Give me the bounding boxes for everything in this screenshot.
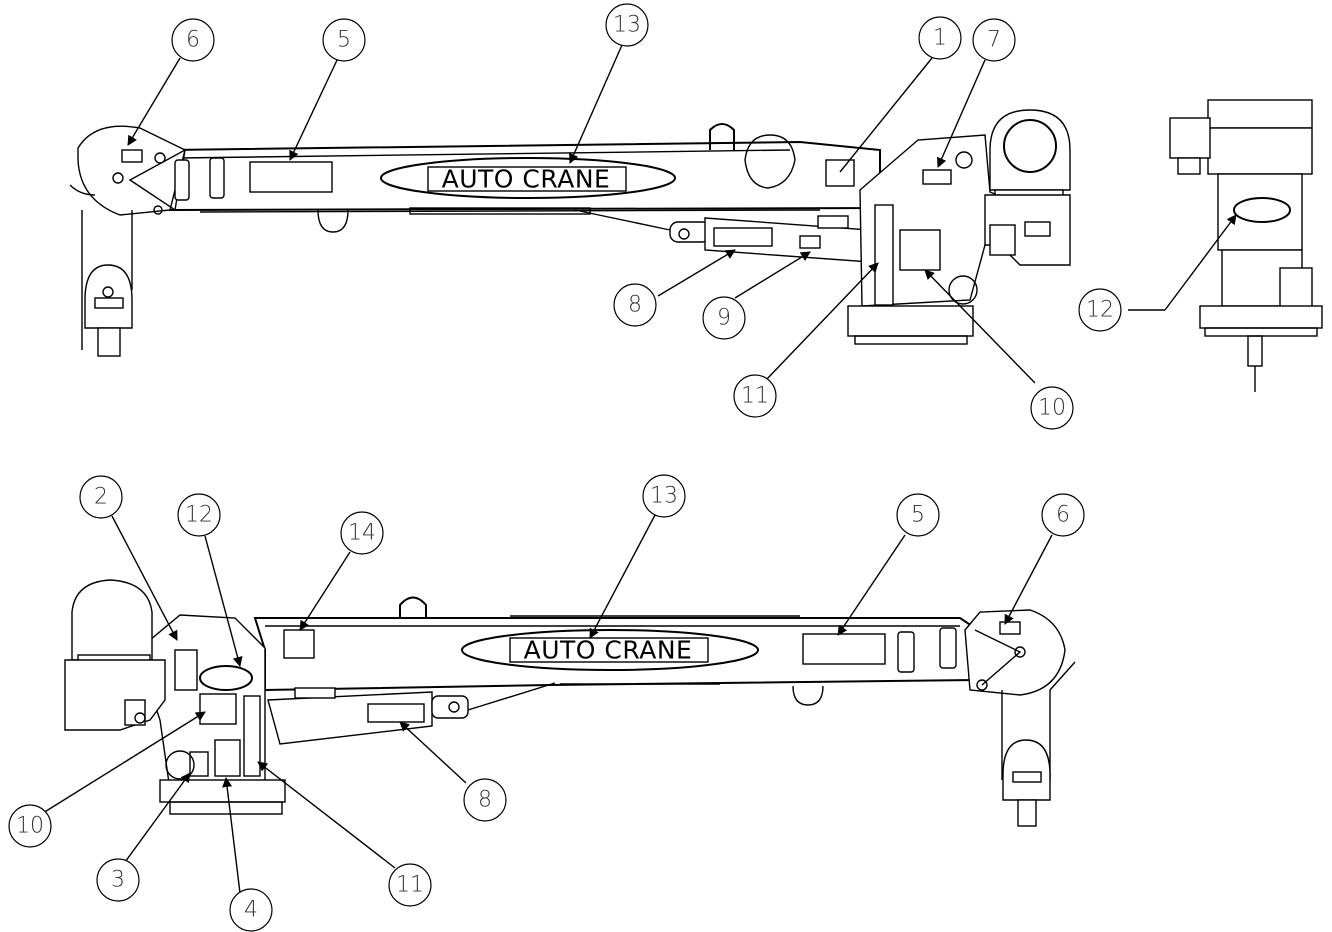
callout-10-bottom: 10 (8, 804, 52, 848)
callout-10-top: 10 (1030, 386, 1074, 430)
callout-13-bottom: 13 (642, 474, 686, 518)
bottom-decal-10-plate (199, 693, 237, 725)
top-winch-drum (989, 109, 1071, 191)
callout-9: 9 (702, 296, 746, 340)
end-view (1169, 99, 1323, 392)
svg-text:12: 12 (1086, 298, 1114, 323)
svg-text:11: 11 (741, 384, 769, 409)
callout-6-bottom: 6 (1041, 493, 1085, 537)
bottom-valve-body (64, 659, 166, 731)
bottom-decal-14-plate (283, 629, 315, 659)
bottom-mast-plate (243, 695, 261, 777)
svg-text:14: 14 (348, 521, 376, 546)
svg-text:6: 6 (186, 28, 200, 53)
svg-text:6: 6 (1056, 503, 1070, 528)
svg-text:7: 7 (987, 28, 1001, 53)
bottom-decal-4-plate (214, 739, 241, 777)
svg-text:10: 10 (16, 814, 44, 839)
bottom-winch-drum (71, 579, 153, 661)
top-decal-8-plate (713, 227, 773, 247)
callout-1: 1 (918, 16, 962, 60)
svg-text:13: 13 (650, 484, 678, 509)
top-mast-plate (874, 204, 894, 306)
callout-7: 7 (972, 18, 1016, 62)
bottom-base (159, 779, 286, 803)
callout-3: 3 (96, 858, 140, 902)
top-decal-5-plate (249, 161, 333, 193)
svg-text:8: 8 (628, 293, 642, 318)
bottom-decal-5-plate (802, 633, 886, 665)
bottom-logo-text: AUTO CRANE (524, 636, 693, 665)
svg-text:8: 8 (478, 788, 492, 813)
callout-14: 14 (340, 511, 384, 555)
top-base (847, 305, 974, 337)
callout-12-top: 12 (1078, 288, 1122, 332)
end-view-logo-ellipse (1233, 197, 1291, 223)
svg-text:1: 1 (933, 26, 947, 51)
svg-text:2: 2 (94, 485, 108, 510)
end-view-base (1199, 305, 1323, 329)
top-logo-ellipse (380, 157, 676, 199)
svg-text:9: 9 (717, 306, 731, 331)
top-decal-10-plate (899, 229, 941, 271)
callout-5-top: 5 (322, 18, 366, 62)
top-lifting-eye (709, 123, 735, 150)
bottom-decal-8-plate (367, 703, 425, 723)
bottom-hook-block (1002, 739, 1051, 801)
svg-text:5: 5 (911, 503, 925, 528)
top-decal-9-plate (799, 235, 821, 249)
callout-8-bottom: 8 (463, 778, 507, 822)
svg-text:12: 12 (185, 503, 213, 528)
top-decal-7-plate (922, 169, 952, 185)
callout-8-top: 8 (613, 283, 657, 327)
callout-12-bottom: 12 (177, 493, 221, 537)
callout-5-bottom: 5 (896, 493, 940, 537)
top-logo-text: AUTO CRANE (442, 165, 611, 194)
top-crane-side-view: AUTO CRANE (69, 109, 1071, 357)
bottom-decal-12-ellipse (199, 665, 253, 691)
svg-text:10: 10 (1038, 396, 1066, 421)
svg-text:5: 5 (337, 28, 351, 53)
svg-text:4: 4 (244, 898, 258, 923)
top-cylinder-rod-end (669, 221, 711, 243)
callout-4: 4 (229, 888, 273, 932)
callout-6-top: 6 (171, 18, 215, 62)
top-decal-6-plate (121, 149, 143, 163)
callout-11-top: 11 (733, 374, 777, 418)
callout-2: 2 (79, 475, 123, 519)
svg-text:13: 13 (613, 13, 641, 38)
svg-text:11: 11 (396, 873, 424, 898)
callout-11-bottom: 11 (388, 863, 432, 907)
top-boom-head (77, 125, 186, 216)
bottom-logo-ellipse (461, 629, 759, 671)
leader-lines (34, 44, 1237, 894)
bottom-lifting-eye (399, 596, 427, 618)
bottom-decal-6-plate (999, 621, 1021, 635)
end-view-top-block (1207, 99, 1313, 129)
bottom-crane-side-view: AUTO CRANE (64, 579, 1076, 827)
svg-text:3: 3 (111, 868, 125, 893)
top-decal-1-plate (825, 159, 855, 187)
callout-13-top: 13 (605, 3, 649, 47)
